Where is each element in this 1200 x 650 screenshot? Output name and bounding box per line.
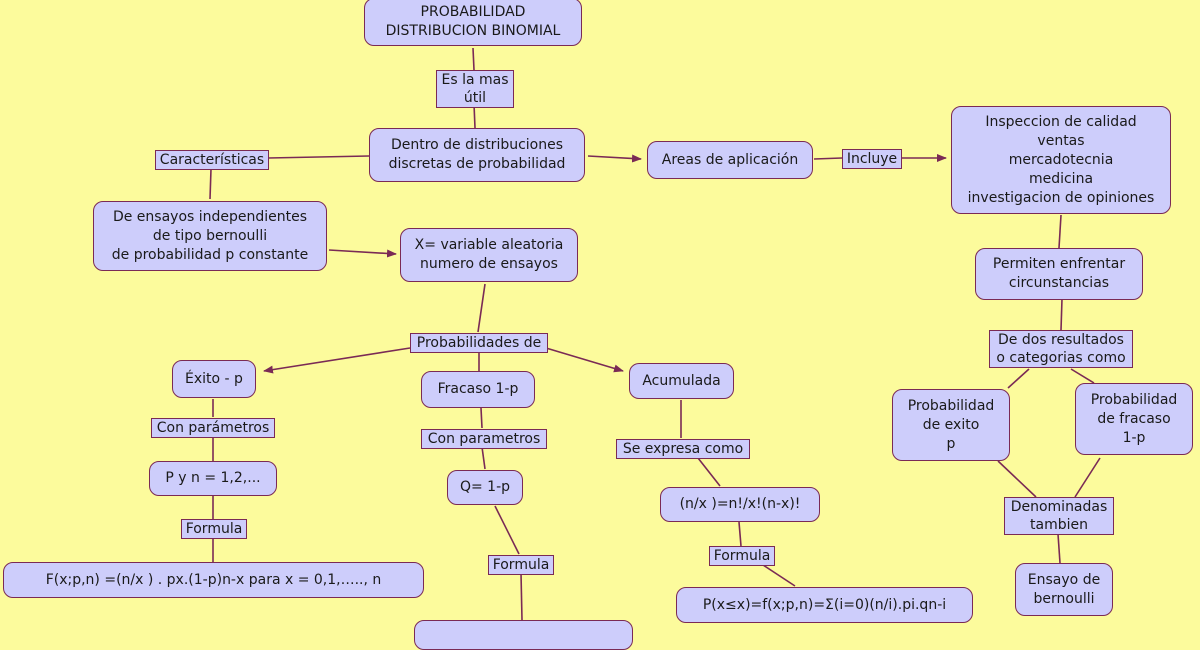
label-formula-2: Formula (488, 555, 554, 575)
label-probabilities-of: Probabilidades de (410, 333, 548, 353)
label-with-parameters-2: Con parametros (421, 429, 547, 449)
bernoulli-trial-node: Ensayo de bernoulli (1015, 563, 1113, 616)
label-formula-3: Formula (709, 546, 775, 566)
p-and-n-node: P y n = 1,2,... (149, 461, 277, 496)
failure-node: Fracaso 1-p (421, 371, 535, 408)
allow-circumstances-node: Permiten enfrentar circunstancias (975, 248, 1143, 300)
success-probability-node: Probabilidad de exito p (892, 389, 1010, 461)
label-with-parameters-1: Con parámetros (151, 418, 275, 438)
label-formula-1: Formula (181, 519, 247, 539)
label-also-called: Denominadas tambien (1004, 497, 1114, 535)
application-areas-node: Areas de aplicación (647, 141, 813, 179)
discrete-distributions-node: Dentro de distribuciones discretas de pr… (369, 128, 585, 182)
cumulative-formula-node: P(x≤x)=f(x;p,n)=Σ(i=0)(n/i).pi.qn-i (676, 587, 973, 623)
combinatorial-node: (n/x )=n!/x!(n-x)! (660, 487, 820, 522)
random-variable-node: X= variable aleatoria numero de ensayos (400, 228, 578, 282)
label-characteristics: Características (155, 150, 269, 170)
success-node: Éxito - p (172, 360, 256, 398)
failure-formula-node (414, 620, 633, 650)
connector-lines (209, 47, 1101, 621)
label-expressed-as: Se expresa como (616, 439, 750, 459)
success-formula-node: F(x;p,n) =(n/x ) . px.(1-p)n-x para x = … (3, 562, 424, 598)
label-most-useful: Es la mas útil (436, 70, 514, 108)
label-two-outcomes: De dos resultados o categorias como (989, 330, 1133, 368)
cumulative-node: Acumulada (629, 363, 734, 399)
applications-list-node: Inspeccion de calidad ventas mercadotecn… (951, 106, 1171, 214)
title-node: PROBABILIDAD DISTRIBUCION BINOMIAL (364, 0, 582, 46)
label-includes: Incluye (842, 149, 902, 169)
independent-trials-node: De ensayos independientes de tipo bernou… (93, 201, 327, 271)
q-node: Q= 1-p (447, 470, 523, 505)
failure-probability-node: Probabilidad de fracaso 1-p (1075, 383, 1193, 455)
